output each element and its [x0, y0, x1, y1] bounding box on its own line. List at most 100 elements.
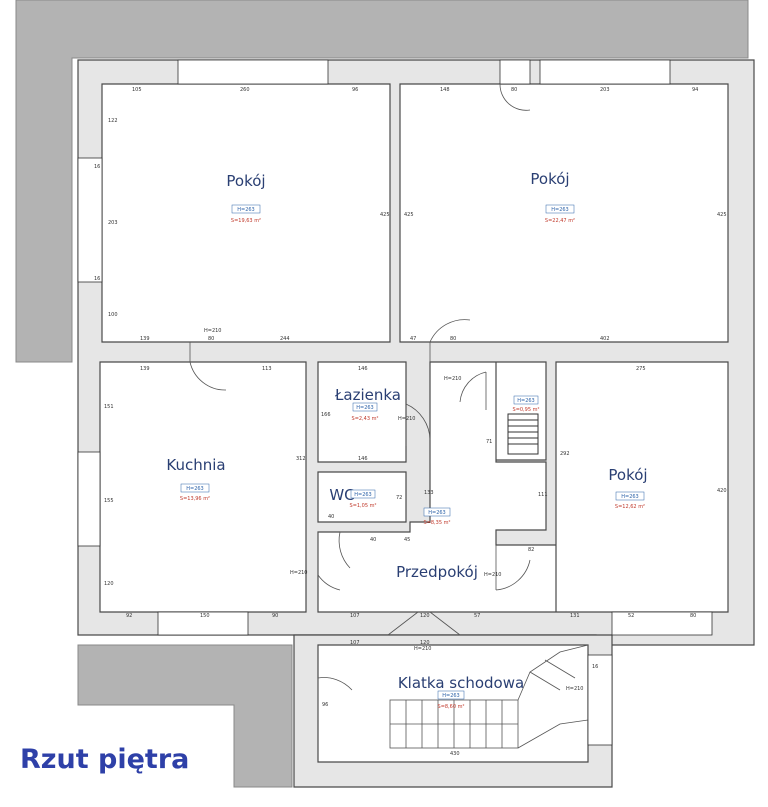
- dimension-label: 151: [104, 404, 114, 410]
- dimension-label: 203: [108, 220, 118, 226]
- dimension-label: 113: [262, 366, 272, 372]
- door-height-label: H=210: [484, 572, 502, 578]
- dimension-label: 107: [350, 640, 360, 646]
- dimension-label: 57: [474, 613, 480, 619]
- dimension-label: 45: [404, 537, 410, 543]
- dimension-label: 131: [570, 613, 580, 619]
- room-name-wc: WC: [329, 486, 354, 504]
- dimension-label: 155: [104, 498, 114, 504]
- height-label-klatka: H=263: [442, 693, 460, 699]
- dimension-label: 420: [717, 488, 727, 494]
- door-height-label: H=210: [290, 570, 308, 576]
- dimension-label: 146: [358, 366, 368, 372]
- dimension-label: 425: [380, 212, 390, 218]
- dimension-label: 96: [352, 87, 358, 93]
- dimension-label: 111: [538, 492, 548, 498]
- dimension-label: 260: [240, 87, 250, 93]
- door-height-label: H=210: [414, 646, 432, 652]
- dimension-label: 120: [420, 640, 430, 646]
- doors: [189, 83, 531, 720]
- room-name-przedpokoj: Przedpokój: [396, 563, 478, 581]
- dimension-label: 80: [450, 336, 456, 342]
- dimension-label: 120: [420, 613, 430, 619]
- small-stairs: [507, 413, 539, 455]
- dimension-label: 430: [450, 751, 460, 757]
- dimension-label: 16: [592, 664, 598, 670]
- height-label-wc: H=263: [354, 492, 372, 498]
- room-labels: H=263 S=19,63 m² H=263 S=22,47 m² H=263 …: [180, 204, 645, 710]
- height-label-pokoj-1: H=263: [237, 207, 255, 213]
- dimension-label: 92: [126, 613, 132, 619]
- dimension-label: 150: [200, 613, 210, 619]
- area-label-przedpokoj: S=8,35 m²: [424, 520, 451, 526]
- door-height-label: H=210: [398, 416, 416, 422]
- dimension-label: 139: [140, 366, 150, 372]
- area-label-klatka: S=8,60 m²: [438, 704, 465, 710]
- dimension-label: 16: [94, 164, 100, 170]
- dimension-label: 133: [424, 490, 434, 496]
- height-label-lazienka: H=263: [356, 405, 374, 411]
- room-name-lazienka: Łazienka: [334, 386, 401, 404]
- dimension-label: 275: [636, 366, 646, 372]
- stairs: [389, 644, 589, 749]
- dimension-label: 146: [358, 456, 368, 462]
- dimension-label: 16: [94, 276, 100, 282]
- dimension-label: 107: [350, 613, 360, 619]
- dimension-label: 139: [140, 336, 150, 342]
- page-title: Rzut piętra: [20, 744, 189, 775]
- windows: [77, 59, 713, 746]
- dimension-label: 166: [321, 412, 331, 418]
- door-height-label: H=210: [566, 686, 584, 692]
- area-label-pokoj-2: S=22,47 m²: [545, 218, 575, 224]
- area-label-lazienka: S=2,43 m²: [352, 416, 379, 422]
- dimension-label: 80: [511, 87, 517, 93]
- height-label-pokoj-2: H=263: [551, 207, 569, 213]
- room-name-klatka-schodowa: Klatka schodowa: [398, 674, 524, 692]
- dimension-label: 96: [322, 702, 328, 708]
- height-label-pokoj-3: H=263: [621, 494, 639, 500]
- dimensions: 105 260 96 148 80 203 94 122 203 100 425…: [94, 87, 727, 757]
- outside-wall-mass-bottom-left: [77, 644, 293, 788]
- dimension-label: 72: [396, 495, 402, 501]
- room-name-pokoj-3: Pokój: [608, 466, 647, 484]
- height-label-schowek: H=263: [517, 398, 535, 404]
- door-height-label: H=210: [444, 376, 462, 382]
- dimension-label: 80: [690, 613, 696, 619]
- building-walls: [77, 59, 755, 646]
- room-name-pokoj-2: Pokój: [530, 170, 569, 188]
- dimension-label: 244: [280, 336, 290, 342]
- dimension-label: 105: [132, 87, 142, 93]
- dimension-label: 148: [440, 87, 450, 93]
- room-name-kuchnia: Kuchnia: [166, 456, 225, 474]
- area-label-schowek: S=0,95 m²: [513, 407, 540, 413]
- dimension-label: 100: [108, 312, 118, 318]
- dimension-label: 94: [692, 87, 698, 93]
- height-label-przedpokoj: H=263: [428, 510, 446, 516]
- area-label-pokoj-3: S=12,62 m²: [615, 504, 645, 510]
- dimension-label: 40: [328, 514, 334, 520]
- dimension-label: 425: [717, 212, 727, 218]
- dimension-label: 122: [108, 118, 118, 124]
- area-label-wc: S=1,05 m²: [350, 503, 377, 509]
- dimension-label: 90: [272, 613, 278, 619]
- dimension-label: 292: [560, 451, 570, 457]
- room-name-pokoj-1: Pokój: [226, 172, 265, 190]
- dimension-label: 203: [600, 87, 610, 93]
- door-height-labels: H=210 H=210 H=210 H=210 H=210 H=210 H=21…: [204, 328, 584, 692]
- dimension-label: 312: [296, 456, 306, 462]
- outside-wall-mass-top: [15, 0, 749, 363]
- dimension-label: 52: [628, 613, 634, 619]
- door-height-label: H=210: [204, 328, 222, 334]
- height-label-kuchnia: H=263: [186, 486, 204, 492]
- dimension-label: 47: [410, 336, 416, 342]
- stair-hall-walls: [293, 634, 613, 788]
- dimension-label: 82: [528, 547, 534, 553]
- dimension-label: 402: [600, 336, 610, 342]
- dimension-label: 425: [404, 212, 414, 218]
- dimension-label: 71: [486, 439, 492, 445]
- dimension-label: 120: [104, 581, 114, 587]
- dimension-label: 80: [208, 336, 214, 342]
- dimension-label: 40: [370, 537, 376, 543]
- area-label-pokoj-1: S=19,63 m²: [231, 218, 261, 224]
